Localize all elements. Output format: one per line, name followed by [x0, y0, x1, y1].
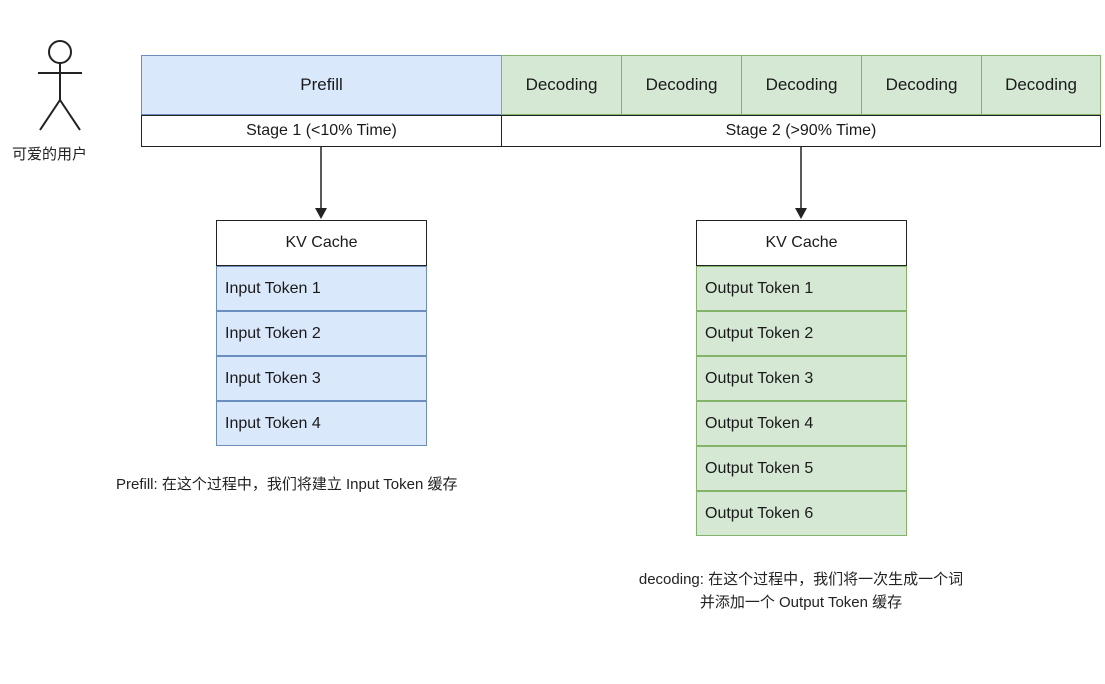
prefill-cell: Prefill [141, 55, 502, 115]
user-label: 可爱的用户 [12, 146, 88, 163]
decoding-cell: Decoding [981, 55, 1101, 115]
decoding-cell: Decoding [501, 55, 622, 115]
decoding-cell: Decoding [621, 55, 742, 115]
arrow-stage2-to-cache [795, 146, 807, 219]
output-token-row: Output Token 4 [696, 401, 907, 446]
stage2-label: Stage 2 (>90% Time) [501, 115, 1101, 147]
prefill-caption: Prefill: 在这个过程中，我们将建立 Input Token 缓存 [116, 476, 458, 493]
output-token-row: Output Token 1 [696, 266, 907, 311]
output-token-row: Output Token 2 [696, 311, 907, 356]
decoding-caption-line1: decoding: 在这个过程中，我们将一次生成一个词 [638, 571, 964, 588]
output-token-row: Output Token 3 [696, 356, 907, 401]
output-token-row: Output Token 6 [696, 491, 907, 536]
input-token-row: Input Token 1 [216, 266, 427, 311]
input-token-row: Input Token 2 [216, 311, 427, 356]
input-token-row: Input Token 4 [216, 401, 427, 446]
output-token-row: Output Token 5 [696, 446, 907, 491]
input-token-row: Input Token 3 [216, 356, 427, 401]
stage1-label: Stage 1 (<10% Time) [141, 115, 502, 147]
decoding-caption-line2: 并添加一个 Output Token 缓存 [699, 594, 903, 611]
decoding-cell: Decoding [861, 55, 982, 115]
decoding-cell: Decoding [741, 55, 862, 115]
prefill-kv-cache-title: KV Cache [216, 220, 427, 266]
decoding-kv-cache-title: KV Cache [696, 220, 907, 266]
arrow-stage1-to-cache [315, 146, 327, 219]
